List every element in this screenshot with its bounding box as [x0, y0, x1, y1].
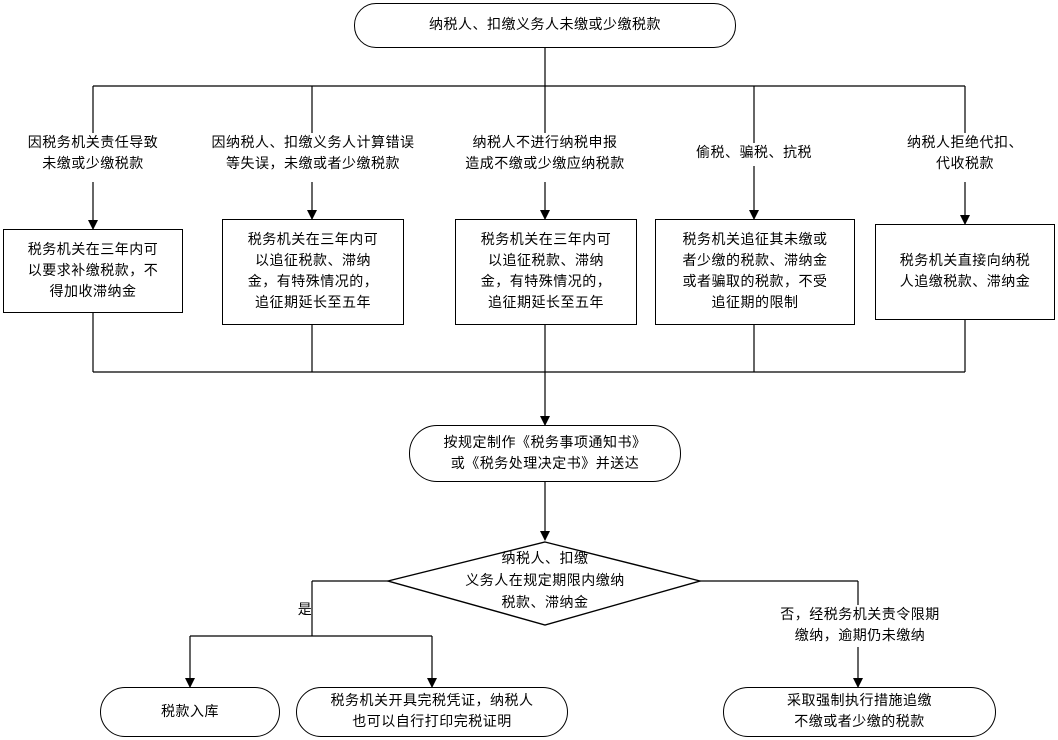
action-box-3: 税务机关在三年内可 以追征税款、滞纳 金，有特殊情况的， 追征期延长至五年: [455, 219, 637, 325]
start-node: 纳税人、扣缴义务人未缴或少缴税款: [354, 3, 736, 48]
action-box-4: 税务机关追征其未缴或 者少缴的税款、滞纳金 或者骗取的税款，不受 追征期的限制: [655, 219, 855, 325]
certificate-node: 税务机关开具完税凭证，纳税人 也可以自行打印完税证明: [296, 687, 568, 737]
yes-label: 是: [297, 602, 313, 618]
cause-label-1: 因税务机关责任导致 未缴或少缴税款: [8, 133, 178, 175]
enforcement-node: 采取强制执行措施追缴 不缴或者少缴的税款: [723, 687, 996, 737]
notice-node: 按规定制作《税务事项通知书》 或《税务处理决定书》并送达: [409, 425, 681, 482]
cause-label-2: 因纳税人、扣缴义务人计算错误 等失误，未缴或者少缴税款: [188, 133, 438, 175]
storage-text: 税款入库: [161, 703, 219, 720]
cause-label-4: 偷税、骗税、抗税: [670, 143, 838, 164]
no-label: 否，经税务机关责令限期 缴纳，逾期仍未缴纳: [760, 605, 960, 647]
decision-diamond: [385, 541, 703, 626]
cause-label-5: 纳税人拒绝代扣、 代收税款: [885, 133, 1045, 175]
action-box-5: 税务机关直接向纳税 人追缴税款、滞纳金: [875, 224, 1055, 320]
action-box-1: 税务机关在三年内可 以要求补缴税款，不 得加收滞纳金: [3, 229, 183, 313]
decision-text: 纳税人、扣缴 义务人在规定期限内缴纳 税款、滞纳金: [465, 551, 625, 611]
action-box-2: 税务机关在三年内可 以追征税款、滞纳 金，有特殊情况的， 追征期延长至五年: [222, 219, 404, 325]
cause-label-3: 纳税人不进行纳税申报 造成不缴或少缴应纳税款: [446, 133, 644, 175]
start-node-text: 纳税人、扣缴义务人未缴或少缴税款: [429, 17, 661, 33]
storage-node: 税款入库: [100, 687, 280, 737]
